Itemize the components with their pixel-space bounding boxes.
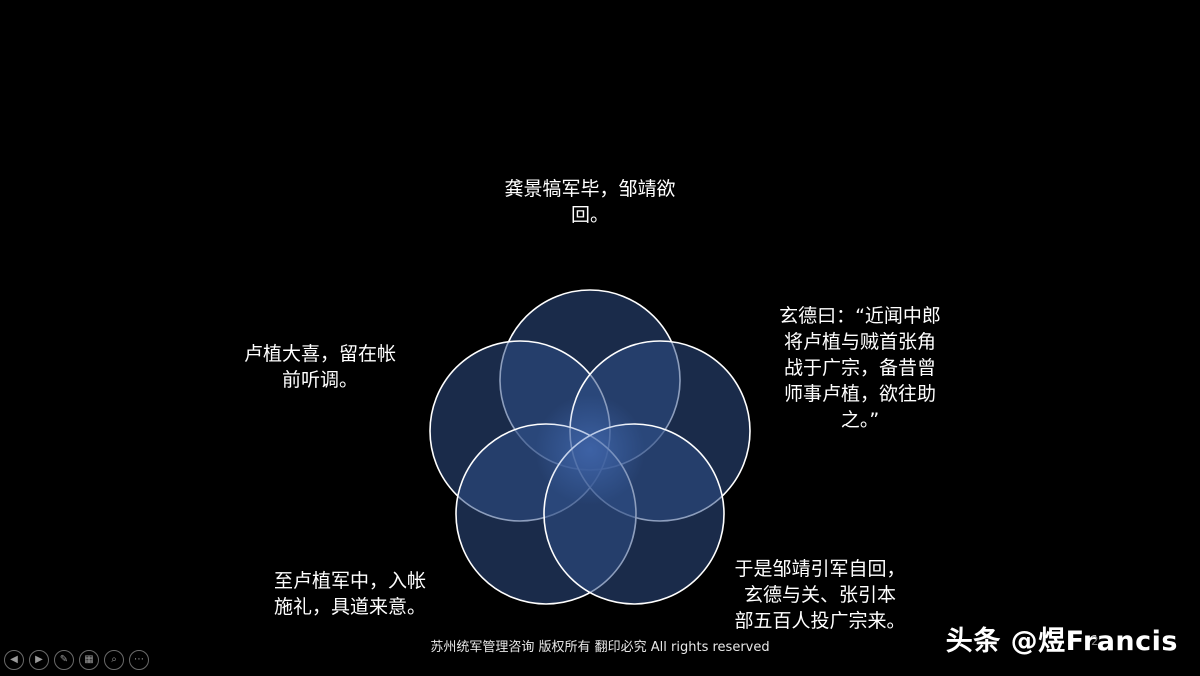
pen-icon[interactable]: ✎	[54, 650, 74, 670]
label-bottom-left: 至卢植军中，入帐 施礼，具道来意。	[273, 570, 426, 618]
slide-number: 2	[1091, 634, 1099, 648]
footer-copyright: 苏州统军管理咨询 版权所有 翻印必究 All rights reserved	[430, 640, 770, 655]
watermark: 头条 @煜Francis	[945, 626, 1178, 657]
slideshow-nav: ◀ ▶ ✎ ▦ ⌕ ⋯	[4, 650, 149, 670]
label-left: 卢植大喜，留在帐 前听调。	[243, 343, 396, 391]
zoom-icon[interactable]: ⌕	[104, 650, 124, 670]
more-icon[interactable]: ⋯	[129, 650, 149, 670]
label-top: 龚景犒军毕，邹靖欲 回。	[504, 178, 676, 226]
label-bottom-right: 于是邹靖引军自回， 玄德与关、张引本 部五百人投广宗来。	[734, 558, 906, 632]
next-icon[interactable]: ▶	[29, 650, 49, 670]
slides-icon[interactable]: ▦	[79, 650, 99, 670]
label-right: 玄德曰：“近闻中郎 将卢植与贼首张角 战于广宗，备昔曾 师事卢植，欲往助 之。”	[779, 305, 941, 431]
prev-icon[interactable]: ◀	[4, 650, 24, 670]
